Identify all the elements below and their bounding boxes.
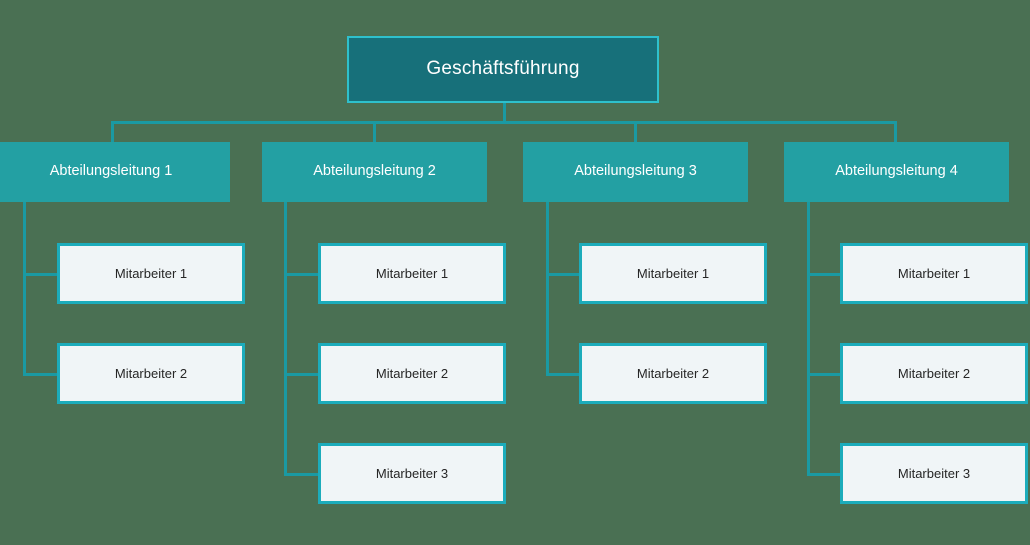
connector-spine-dept-2 bbox=[284, 202, 287, 476]
connector-drop-dept-2 bbox=[373, 121, 376, 142]
node-dept-1-mitarbeiter-2[interactable]: Mitarbeiter 2 bbox=[57, 343, 245, 404]
node-dept-2-mitarbeiter-2[interactable]: Mitarbeiter 2 bbox=[318, 343, 506, 404]
node-geschaeftsfuehrung[interactable]: Geschäftsführung bbox=[347, 36, 659, 103]
connector-ceo-stem bbox=[503, 103, 506, 123]
connector-spine-dept-1 bbox=[23, 202, 26, 376]
connector-bus bbox=[111, 121, 897, 124]
connector-branch-d4-e3 bbox=[807, 473, 843, 476]
connector-branch-d3-e2 bbox=[546, 373, 582, 376]
node-abteilungsleitung-4[interactable]: Abteilungsleitung 4 bbox=[784, 142, 1009, 202]
connector-branch-d3-e1 bbox=[546, 273, 582, 276]
connector-spine-dept-3 bbox=[546, 202, 549, 376]
connector-branch-d1-e2 bbox=[23, 373, 59, 376]
node-dept-3-mitarbeiter-2[interactable]: Mitarbeiter 2 bbox=[579, 343, 767, 404]
connector-spine-dept-4 bbox=[807, 202, 810, 476]
node-dept-2-mitarbeiter-1[interactable]: Mitarbeiter 1 bbox=[318, 243, 506, 304]
node-dept-4-mitarbeiter-2[interactable]: Mitarbeiter 2 bbox=[840, 343, 1028, 404]
node-dept-4-mitarbeiter-1[interactable]: Mitarbeiter 1 bbox=[840, 243, 1028, 304]
node-abteilungsleitung-2[interactable]: Abteilungsleitung 2 bbox=[262, 142, 487, 202]
node-abteilungsleitung-1[interactable]: Abteilungsleitung 1 bbox=[0, 142, 230, 202]
node-dept-3-mitarbeiter-1[interactable]: Mitarbeiter 1 bbox=[579, 243, 767, 304]
connector-branch-d1-e1 bbox=[23, 273, 59, 276]
connector-drop-dept-4 bbox=[894, 121, 897, 142]
connector-drop-dept-3 bbox=[634, 121, 637, 142]
connector-drop-dept-1 bbox=[111, 121, 114, 142]
node-abteilungsleitung-3[interactable]: Abteilungsleitung 3 bbox=[523, 142, 748, 202]
connector-branch-d4-e1 bbox=[807, 273, 843, 276]
node-dept-2-mitarbeiter-3[interactable]: Mitarbeiter 3 bbox=[318, 443, 506, 504]
connector-branch-d2-e2 bbox=[284, 373, 320, 376]
connector-branch-d2-e3 bbox=[284, 473, 320, 476]
node-dept-1-mitarbeiter-1[interactable]: Mitarbeiter 1 bbox=[57, 243, 245, 304]
connector-branch-d2-e1 bbox=[284, 273, 320, 276]
node-dept-4-mitarbeiter-3[interactable]: Mitarbeiter 3 bbox=[840, 443, 1028, 504]
connector-branch-d4-e2 bbox=[807, 373, 843, 376]
